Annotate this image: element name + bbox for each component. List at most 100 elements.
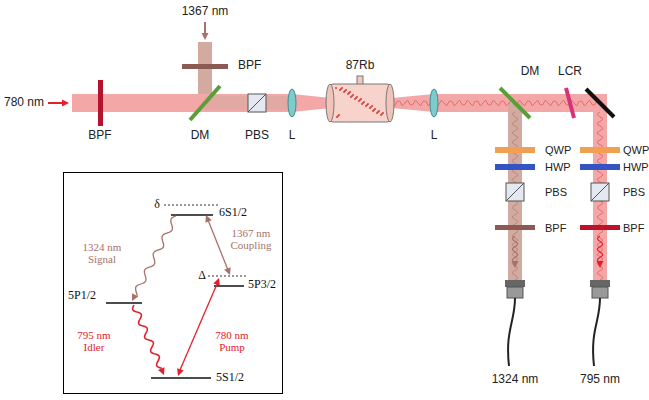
dichroic-mirror [500,88,530,118]
atom-dot [362,102,364,104]
bandpass-filter [580,225,620,230]
beam-splitter [591,183,609,201]
atom-dot [372,110,374,112]
splitter-diagonal [591,183,609,201]
atom-dot [352,94,354,96]
bandpass-filter [182,64,228,69]
input-arrow [48,102,62,104]
wavy-line [136,216,176,296]
atom-dot [367,103,369,105]
atom-dot [347,93,349,95]
energy-level [151,377,211,379]
splitter-diagonal [506,183,524,201]
fiber [508,298,515,366]
bandpass-filter [495,225,535,230]
arrow-head [213,278,220,286]
component-label: QWP [623,144,649,156]
atom-dot [339,89,341,91]
detector-head [505,280,525,287]
beam-splitter [506,183,524,201]
atom-dot [380,114,382,116]
level-label: 6S1/2 [219,206,247,219]
level-label: 795 nm Idler [71,329,117,353]
atom-dot [373,109,375,111]
half-wave-plate [580,164,620,170]
arrow-head [597,261,604,268]
component-label: L [431,129,438,142]
lens [288,89,296,117]
detector-body [592,287,608,298]
atom-dot [343,91,345,93]
coupling-beam [198,42,212,103]
dichroic-mirror [190,86,220,120]
component-label: QWP [545,144,571,156]
component-label: BPF [545,222,566,234]
atom-dot [365,105,367,107]
wavy-line [598,236,603,261]
component-label: 795 nm [580,373,620,386]
component-label: L [289,129,296,142]
atom-dot [335,87,337,89]
arrow-head [62,100,69,107]
atom-dot [340,88,342,90]
quarter-wave-plate [495,147,535,153]
level-label: 5P3/2 [248,278,276,291]
level-label: δ [154,198,160,211]
component-label: BPF [88,129,111,142]
level-diagram-inset: δ6S1/21324 nm Signal1367 nm Coupling5P1/… [63,172,283,394]
wavy-line [513,236,518,261]
component-label: BPF [623,222,644,234]
atom-dot [382,112,384,114]
detector-body [507,287,523,298]
component-label: LCR [558,65,582,78]
atom-dot [341,87,343,89]
atom-dot [348,92,350,94]
virtual-level [208,276,248,277]
component-label: 87Rb [346,59,375,72]
level-label: 5P1/2 [68,289,96,302]
wavy-line [133,305,162,368]
component-label: PBS [623,186,645,198]
arrow-head [512,261,519,268]
component-label: DM [191,129,210,142]
detector-head [590,280,610,287]
energy-level [106,302,142,304]
atom-dot [344,90,346,92]
atom-dot [359,99,361,101]
atom-dot [358,100,360,102]
arrow-head [158,367,164,375]
atom-dot [356,96,358,98]
level-label: 5S1/2 [216,371,244,384]
component-label: PBS [545,186,567,198]
atom-dot [369,107,371,109]
energy-level [214,285,244,287]
arrow-head [202,33,209,40]
atom-dot [370,106,372,108]
coupling-transition [208,220,228,270]
arrow-head [224,267,230,275]
atom-dot [363,101,365,103]
virtual-level [164,205,218,206]
atom-dot [355,97,357,99]
arrow-head [132,293,138,301]
atom-dot [361,103,363,105]
atom-dot [360,98,362,100]
atom-dot [381,113,383,115]
vapor-cell [330,84,390,122]
atom-dot [336,116,338,118]
lens [430,89,438,117]
component-label: HWP [623,161,649,173]
half-wave-plate [495,164,535,170]
level-label: Δ [198,269,206,282]
level-label: 1367 nm Coupling [222,227,280,251]
component-label: DM [521,65,540,78]
liquid-crystal-retarder [566,88,574,118]
component-label: 1324 nm [492,373,539,386]
atom-dot [376,112,378,114]
component-label: HWP [545,161,571,173]
component-label: 1367 nm [182,5,229,18]
pump-transition [180,284,217,370]
atom-dot [377,111,379,113]
atom-dot [337,115,339,117]
level-label: 780 nm Pump [209,329,255,353]
